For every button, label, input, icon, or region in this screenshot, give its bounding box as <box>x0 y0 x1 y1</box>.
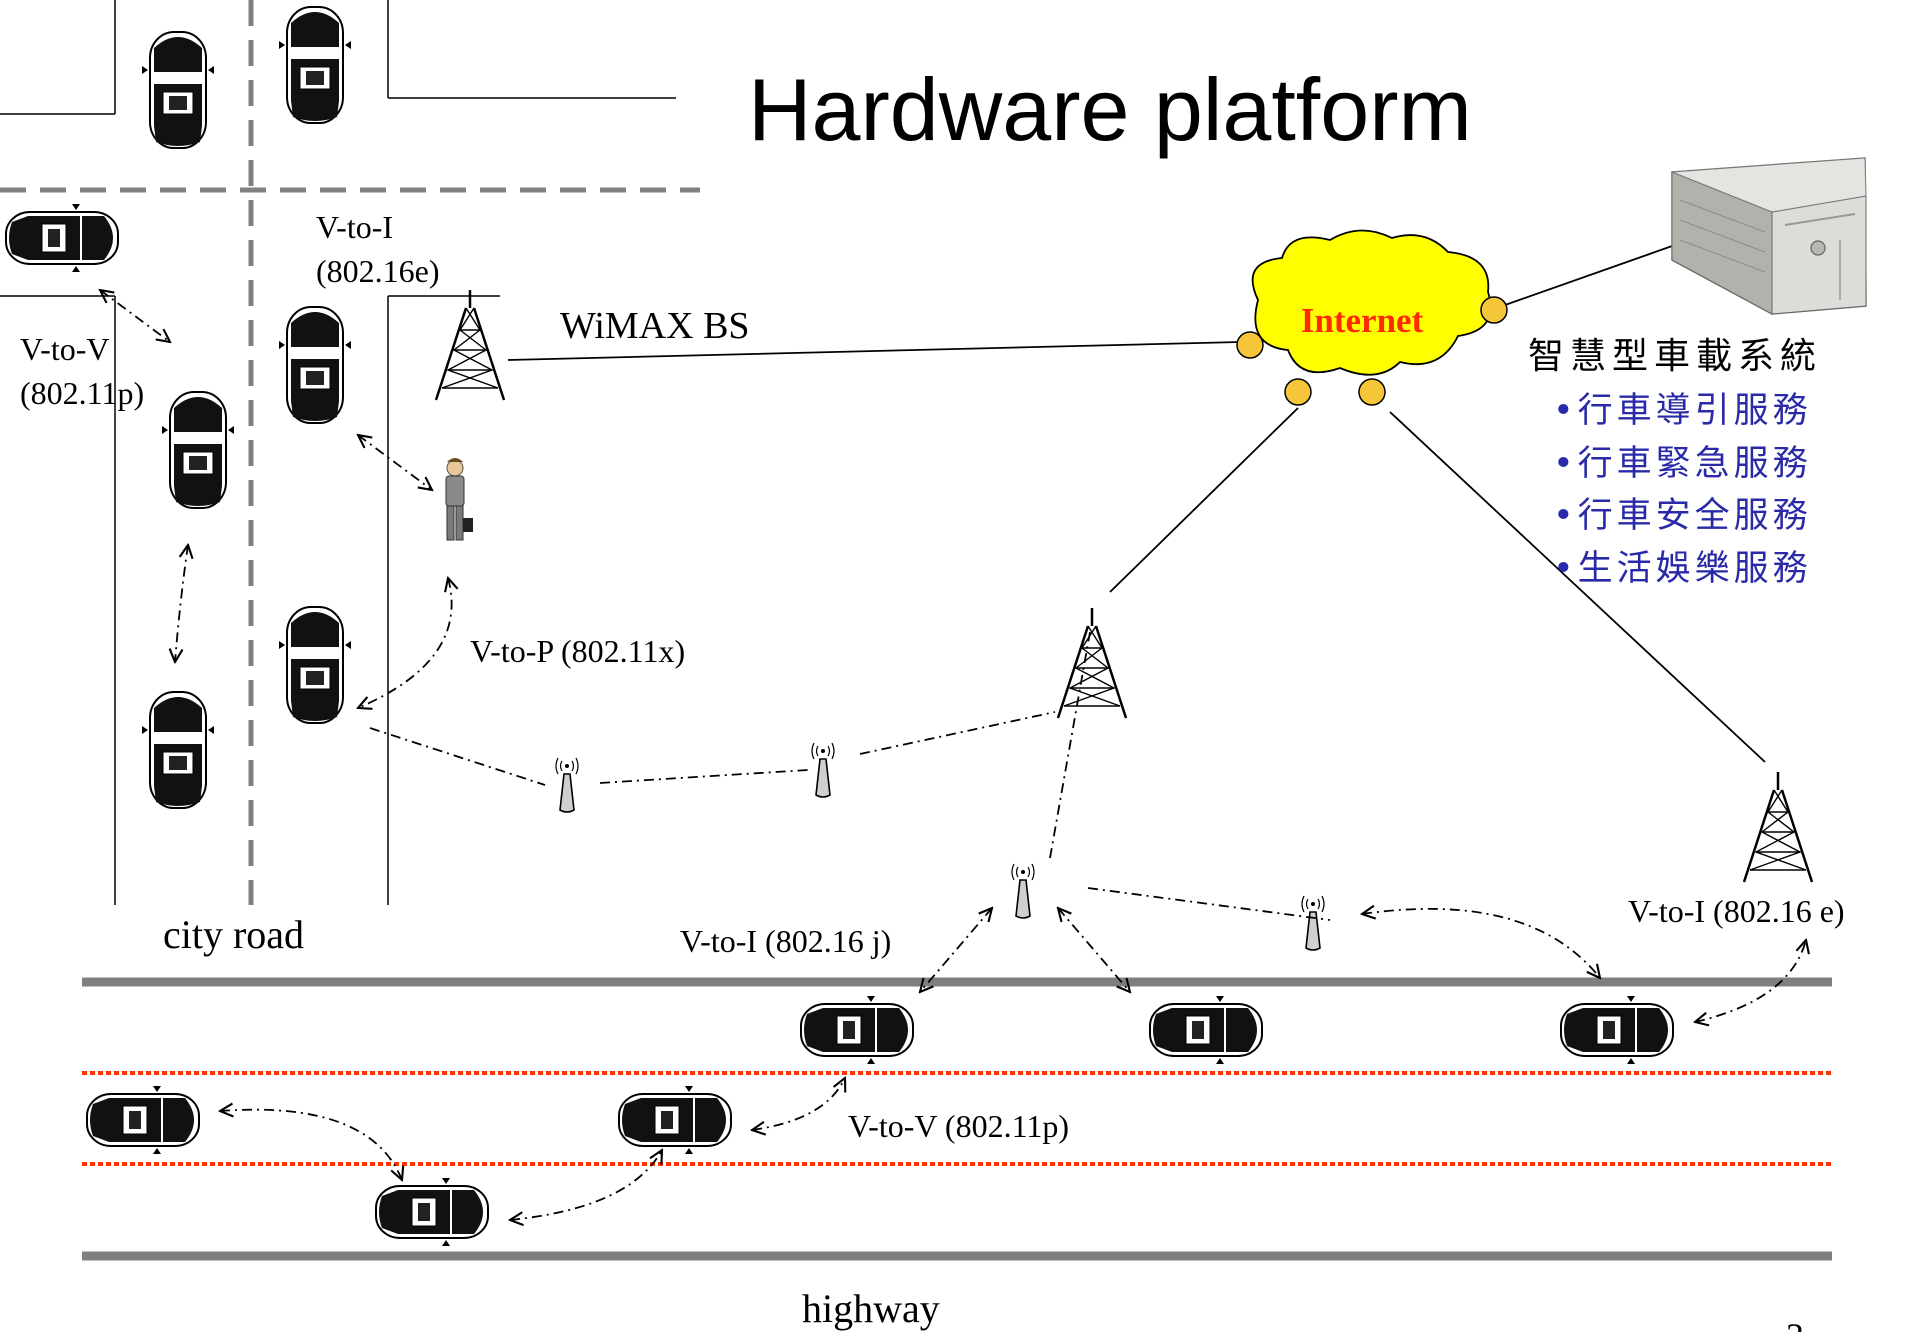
car <box>1149 995 1263 1065</box>
service-list: •行車導引服務 •行車緊急服務 •行車安全服務 •生活娛樂服務 <box>1553 391 1812 589</box>
v2i-top-label: V-to-I <box>316 209 393 245</box>
backbone-links <box>507 244 1766 763</box>
service-item: •生活娛樂服務 <box>1553 549 1812 589</box>
antenna-icon <box>555 757 579 813</box>
tower-icon <box>1742 770 1814 884</box>
car <box>141 691 215 809</box>
highway-label: highway <box>802 1286 940 1331</box>
car <box>618 1085 732 1155</box>
page-title: Hardware platform <box>748 60 1472 159</box>
v2i-top-standard: (802.16e) <box>316 253 440 289</box>
car <box>278 606 352 724</box>
wimax-bs-label: WiMAX BS <box>560 305 750 347</box>
page-number: 3 <box>1786 1316 1804 1332</box>
internet-cloud: Internet <box>1236 229 1508 406</box>
antenna-icon <box>1301 895 1325 951</box>
service-item: •行車緊急服務 <box>1553 444 1812 484</box>
highway-links <box>220 631 1806 1220</box>
car <box>86 1085 200 1155</box>
pedestrian-icon <box>445 458 473 541</box>
car <box>800 995 914 1065</box>
system-title: 智慧型車載系統 <box>1528 336 1822 377</box>
v2i-j-label: V-to-I (802.16 j) <box>680 923 891 959</box>
v2p-label: V-to-P (802.11x) <box>470 633 685 669</box>
tower-icon <box>1056 606 1128 720</box>
internet-label: Internet <box>1301 301 1424 340</box>
car <box>375 1177 489 1247</box>
server-icon <box>1671 157 1867 315</box>
antenna-icon <box>811 742 835 798</box>
city-road <box>0 0 700 905</box>
service-item: •行車安全服務 <box>1553 496 1812 536</box>
v2i-e-label: V-to-I (802.16 e) <box>1628 893 1845 929</box>
car <box>141 31 215 149</box>
city-road-label: city road <box>163 912 304 957</box>
car <box>161 391 235 509</box>
car <box>278 6 352 124</box>
v2v-left-standard: (802.11p) <box>20 375 144 411</box>
v2v-highway-label: V-to-V (802.11p) <box>848 1108 1069 1144</box>
v2v-left-label: V-to-V <box>20 331 109 367</box>
car <box>1560 995 1674 1065</box>
antenna-icon <box>1011 863 1035 919</box>
service-item: •行車導引服務 <box>1553 391 1812 431</box>
car <box>278 306 352 424</box>
city-links <box>100 290 1056 786</box>
wimax-tower-icon <box>434 288 506 402</box>
car <box>5 203 119 273</box>
